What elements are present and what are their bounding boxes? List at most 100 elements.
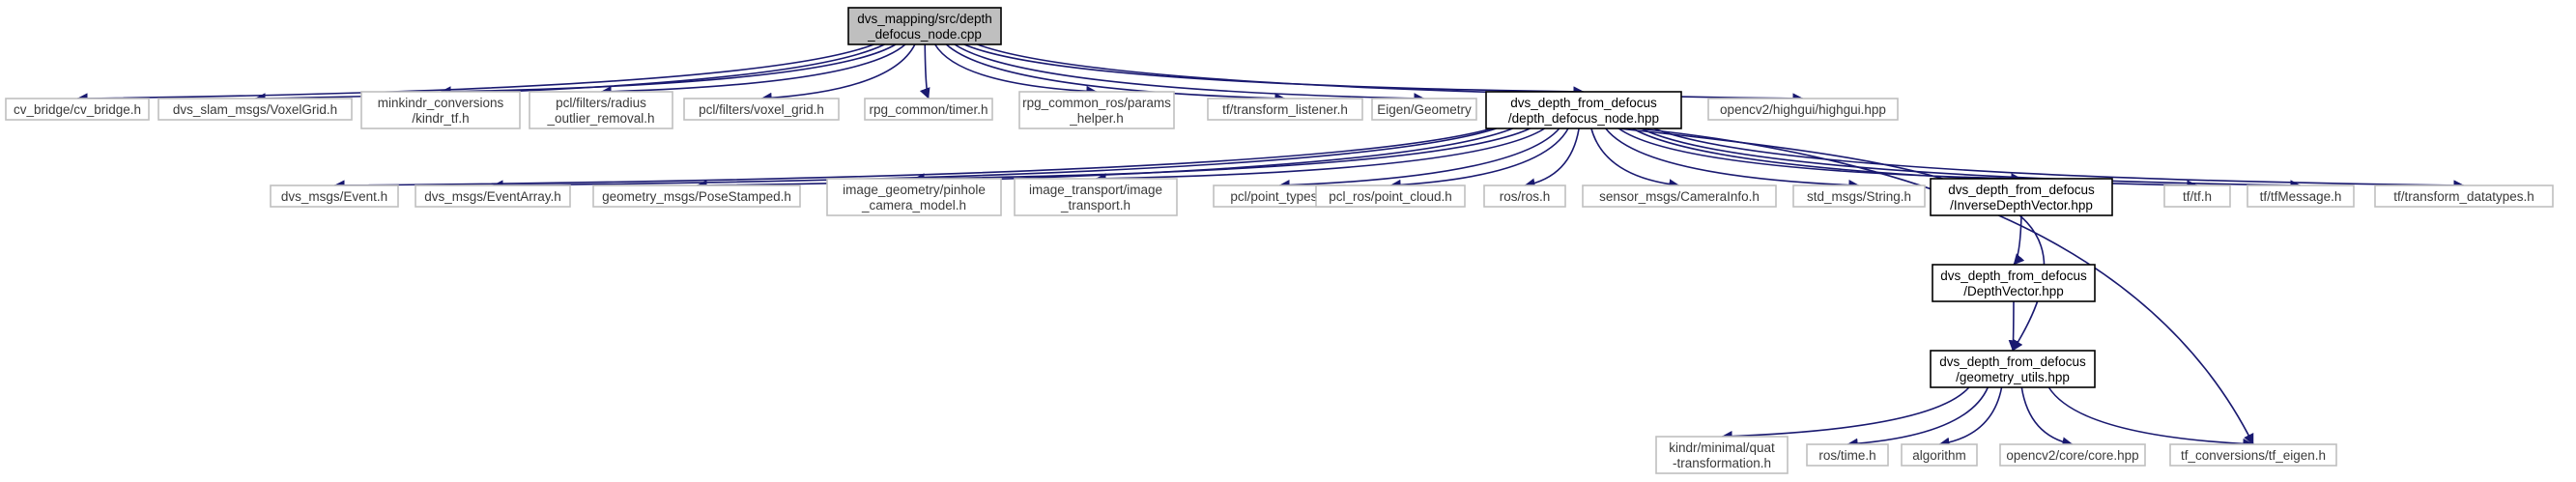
edge-root-to-highgui: [977, 43, 1804, 104]
node-label-line: pcl_ros/point_cloud.h: [1329, 189, 1452, 204]
edge-geomutils-to-tfeigen: [2047, 386, 2254, 450]
node-box: [2163, 184, 2231, 208]
node-pcl-filters-radius-outlier-removal-h[interactable]: pcl/filters/radius_outlier_removal.h: [529, 91, 673, 129]
node-algorithm[interactable]: algorithm: [1901, 443, 1978, 467]
node-label-line: /InverseDepthVector.hpp: [1950, 198, 2093, 213]
node-label-line: dvs_depth_from_defocus: [1940, 269, 2087, 283]
node-label-line: dvs_msgs/EventArray.h: [424, 189, 561, 204]
node-label-line: /geometry_utils.hpp: [1956, 370, 2070, 384]
node-label-line: tf/tfMessage.h: [2260, 189, 2342, 204]
node-label-line: tf_conversions/tf_eigen.h: [2181, 448, 2326, 463]
node-dvs-msgs-eventarray-h[interactable]: dvs_msgs/EventArray.h: [415, 184, 571, 208]
node-label-line: std_msgs/String.h: [1807, 189, 1911, 204]
node-eigen-geometry[interactable]: Eigen/Geometry: [1371, 98, 1477, 121]
node-tf-transform-listener-h[interactable]: tf/transform_listener.h: [1207, 98, 1363, 121]
node-label-line: pcl/filters/voxel_grid.h: [699, 102, 824, 117]
edge-node_hpp-to-tfmessage: [1641, 128, 2302, 191]
node-rpg-common-ros-params-helper-h[interactable]: rpg_common_ros/params_helper.h: [1018, 91, 1175, 129]
node-label-line: geometry_msgs/PoseStamped.h: [602, 189, 791, 204]
node-ros-ros-h[interactable]: ros/ros.h: [1483, 184, 1566, 208]
node-label-line: image_geometry/pinhole: [843, 183, 986, 197]
node-label-line: -transformation.h: [1673, 456, 1771, 470]
node-label-line: kindr/minimal/quat: [1669, 440, 1775, 455]
edge-geomutils-to-rostime: [1846, 386, 1989, 449]
node-label-line: dvs_slam_msgs/VoxelGrid.h: [173, 102, 337, 117]
node-box: [1371, 98, 1477, 121]
node-tf-conversions-tf-eigen-h[interactable]: tf_conversions/tf_eigen.h: [2169, 443, 2337, 467]
edge-depthvec-to-geomutils: [2008, 300, 2019, 352]
node-ros-time-h[interactable]: ros/time.h: [1806, 443, 1889, 467]
node-box: [2374, 184, 2554, 208]
node-label-line: sensor_msgs/CameraInfo.h: [1599, 189, 1760, 204]
node-dvs-depth-from-defocus-inversedepthvector-hpp[interactable]: dvs_depth_from_defocus/InverseDepthVecto…: [1930, 178, 2113, 216]
node-minkindr-conversions-kindr-tf-h[interactable]: minkindr_conversions/kindr_tf.h: [360, 91, 521, 129]
edge-root-to-radius: [600, 43, 906, 98]
node-label-line: tf/tf.h: [2183, 189, 2212, 204]
node-box: [864, 98, 993, 121]
edge-invdepth-to-depthvec: [2013, 214, 2025, 266]
node-rpg-common-timer-h[interactable]: rpg_common/timer.h: [864, 98, 993, 121]
edge-geomutils-to-opencvcore: [2020, 386, 2074, 448]
node-opencv2-highgui-highgui-hpp[interactable]: opencv2/highgui/highgui.hpp: [1707, 98, 1899, 121]
node-tf-tf-h[interactable]: tf/tf.h: [2163, 184, 2231, 208]
node-box: [2247, 184, 2355, 208]
edge-node_hpp-to-imgtransport: [1095, 128, 1546, 184]
node-dvs-depth-from-defocus-depth-defocus-node-hpp[interactable]: dvs_depth_from_defocus/depth_defocus_nod…: [1485, 91, 1682, 129]
node-opencv2-core-core-hpp[interactable]: opencv2/core/core.hpp: [1999, 443, 2146, 467]
node-geometry-msgs-posestamped-h[interactable]: geometry_msgs/PoseStamped.h: [592, 184, 801, 208]
node-label-line: /DepthVector.hpp: [1963, 284, 2064, 298]
node-tf-tfmessage-h[interactable]: tf/tfMessage.h: [2247, 184, 2355, 208]
node-label-line: opencv2/highgui/highgui.hpp: [1720, 102, 1886, 117]
node-label-line: cv_bridge/cv_bridge.h: [14, 102, 141, 117]
node-box: [1655, 436, 1789, 474]
edge-node_hpp-to-eventarray: [492, 128, 1497, 191]
node-label-line: dvs_depth_from_defocus: [1948, 183, 2095, 197]
node-dvs-depth-from-defocus-geometry-utils-hpp[interactable]: dvs_depth_from_defocus/geometry_utils.hp…: [1930, 350, 2096, 388]
node-box: [2169, 443, 2337, 467]
node-box: [1999, 443, 2146, 467]
node-box: [847, 7, 1002, 45]
node-tf-transform-datatypes-h[interactable]: tf/transform_datatypes.h: [2374, 184, 2554, 208]
edge-node_hpp-to-pointtypes: [1278, 128, 1560, 191]
edge-geomutils-to-kindrquat: [1721, 386, 1970, 442]
node-pcl-filters-voxel-grid-h[interactable]: pcl/filters/voxel_grid.h: [683, 98, 840, 121]
node-label-line: rpg_common/timer.h: [869, 102, 987, 117]
node-dvs-msgs-event-h[interactable]: dvs_msgs/Event.h: [270, 184, 399, 208]
node-label-line: dvs_depth_from_defocus: [1939, 354, 2086, 369]
node-label-line: _defocus_node.cpp: [867, 27, 982, 42]
node-label-line: Eigen/Geometry: [1377, 102, 1472, 117]
node-box: [270, 184, 399, 208]
node-box: [1707, 98, 1899, 121]
node-kindr-minimal-quat-transformation-h[interactable]: kindr/minimal/quat-transformation.h: [1655, 436, 1789, 474]
node-pcl-point-types-h[interactable]: pcl/point_types.h: [1213, 184, 1346, 208]
edge-node_hpp-to-geomutils: [1617, 128, 2046, 352]
node-image-transport-image-transport-h[interactable]: image_transport/image_transport.h: [1014, 178, 1178, 216]
node-box: [529, 91, 673, 129]
node-box: [1483, 184, 1566, 208]
node-label-line: dvs_mapping/src/depth: [857, 12, 992, 26]
edge-node_hpp-to-event: [333, 128, 1493, 191]
node-label-line: rpg_common_ros/params: [1022, 96, 1171, 110]
node-cv-bridge-cv-bridge-h[interactable]: cv_bridge/cv_bridge.h: [5, 98, 150, 121]
node-box: [826, 178, 1002, 216]
node-label-line: tf/transform_datatypes.h: [2393, 189, 2534, 204]
node-label-line: image_transport/image: [1029, 183, 1162, 197]
node-image-geometry-pinhole-camera-model-h[interactable]: image_geometry/pinhole_camera_model.h: [826, 178, 1002, 216]
node-dvs-depth-from-defocus-depthvector-hpp[interactable]: dvs_depth_from_defocus/DepthVector.hpp: [1932, 264, 2096, 302]
node-box: [5, 98, 150, 121]
node-label-line: _helper.h: [1069, 111, 1124, 126]
edge-root-to-voxel_grid: [760, 43, 916, 103]
node-label-line: dvs_depth_from_defocus: [1510, 96, 1657, 110]
node-dvs-slam-msgs-voxelgrid-h[interactable]: dvs_slam_msgs/VoxelGrid.h: [157, 98, 353, 121]
edge-root-to-timer: [919, 43, 930, 99]
node-box: [1930, 178, 2113, 216]
edge-node_hpp-to-ros: [1524, 128, 1580, 189]
node-label-line: /kindr_tf.h: [412, 111, 469, 126]
node-pcl-ros-point-cloud-h[interactable]: pcl_ros/point_cloud.h: [1315, 184, 1466, 208]
edge-root-to-params: [933, 43, 1098, 98]
node-std-msgs-string-h[interactable]: std_msgs/String.h: [1792, 184, 1926, 208]
node-sensor-msgs-camerainfo-h[interactable]: sensor_msgs/CameraInfo.h: [1582, 184, 1777, 208]
edge-node_hpp-to-tfeigen: [1637, 128, 2254, 445]
node-label-line: dvs_msgs/Event.h: [281, 189, 387, 204]
